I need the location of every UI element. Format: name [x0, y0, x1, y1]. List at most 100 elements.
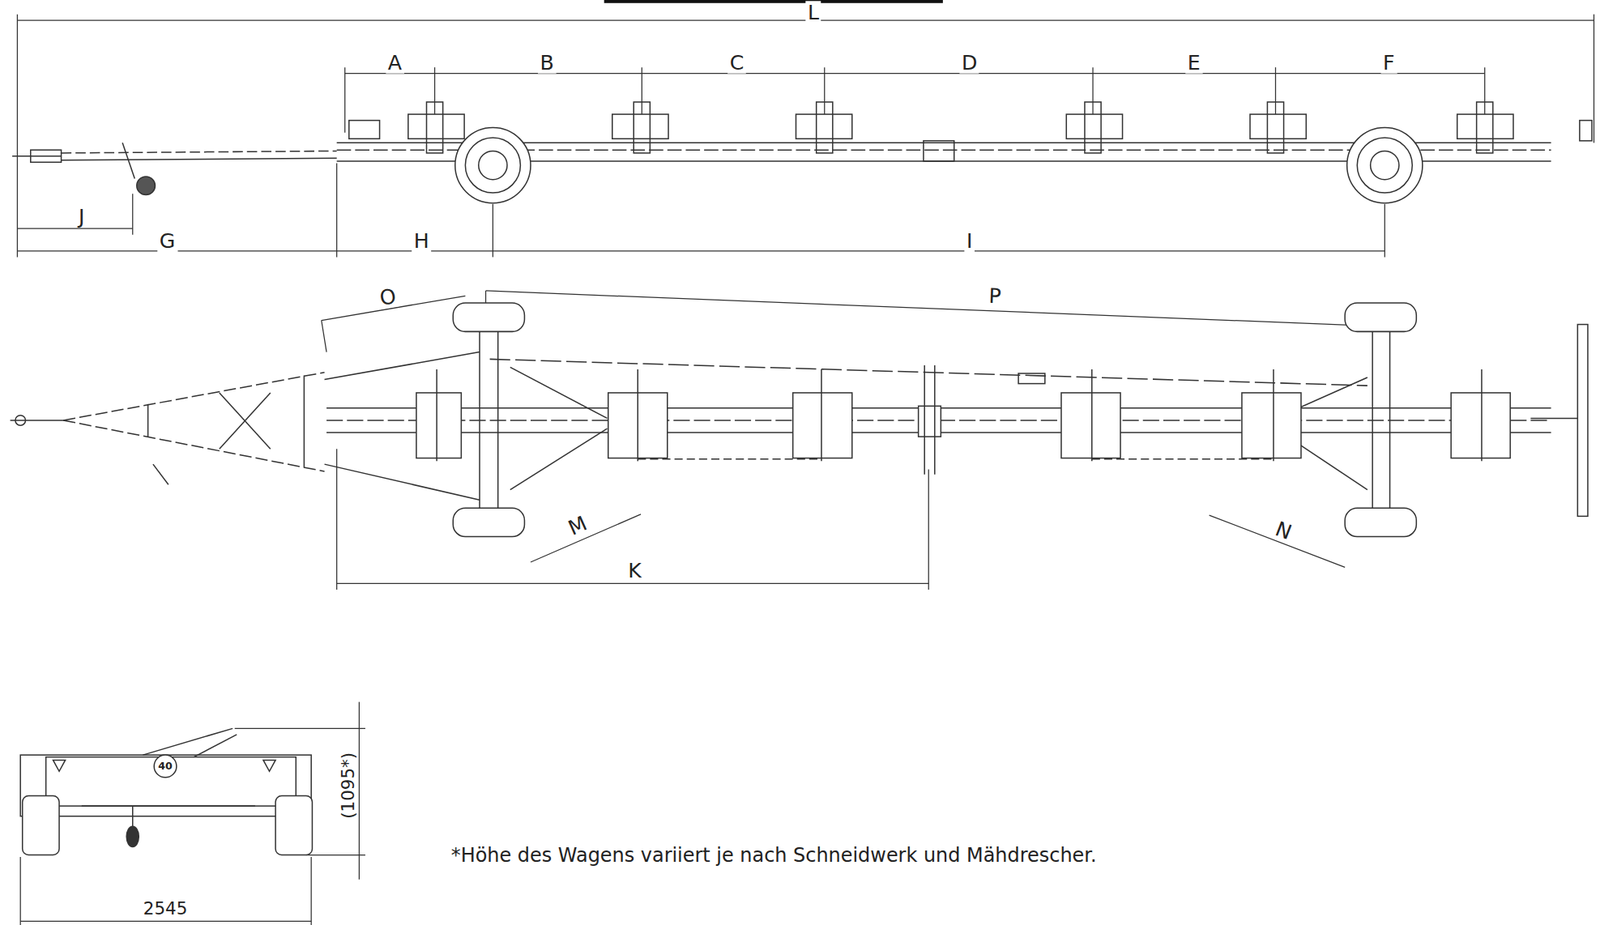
dimension-lines-part [17, 228, 133, 230]
top-view-part [1018, 373, 1046, 384]
dimension-label: J [76, 204, 87, 228]
top-view-part [1480, 369, 1483, 461]
rear-view-part [22, 795, 60, 855]
side-view-part [478, 150, 508, 180]
top-view-part [452, 302, 525, 332]
top-view-part [1272, 369, 1275, 461]
top-view-part [147, 404, 150, 437]
dimension-lines-part [486, 290, 1386, 327]
dimension-lines-part [321, 320, 327, 353]
top-view-part [219, 392, 271, 449]
side-view-part [61, 157, 338, 161]
rear-view-part [193, 734, 237, 758]
dimension-label: M [563, 511, 593, 541]
top-view-part [10, 419, 64, 422]
top-view-part [1061, 392, 1121, 459]
side-view-part [455, 127, 531, 203]
top-view-part [416, 392, 461, 459]
dimension-label: E [1185, 51, 1203, 74]
side-view-part [1476, 102, 1494, 154]
side-view-part [633, 102, 650, 154]
rear-view-part [153, 755, 177, 778]
dimension-label: (1095*) [338, 750, 359, 821]
dimension-label: O [375, 284, 400, 311]
rear-view-part [126, 826, 139, 847]
rear-view-part [142, 728, 233, 756]
dimension-lines-part [344, 67, 346, 133]
side-view-part [426, 102, 444, 154]
side-view-part [61, 150, 338, 154]
dimension-lines-part [1384, 204, 1386, 257]
dimension-label: H [411, 229, 431, 252]
side-view-part [1267, 102, 1284, 154]
top-view-part [1371, 326, 1374, 516]
top-view-part [435, 369, 438, 461]
top-view-part [1241, 392, 1302, 459]
dimension-label: P [986, 284, 1004, 308]
dimension-lines [17, 14, 1594, 925]
dimension-label: 2545 [140, 900, 190, 920]
top-view-part [793, 392, 853, 459]
side-view [12, 102, 1592, 204]
top-view-part [15, 415, 26, 427]
top-view-part [636, 369, 639, 461]
top-view-part [923, 365, 926, 475]
rear-view-part [263, 759, 276, 772]
dimension-lines-part [234, 728, 366, 730]
side-view-part [1457, 114, 1514, 139]
top-view [10, 302, 1588, 537]
top-view-part [1344, 507, 1417, 537]
top-view-part [303, 375, 306, 468]
top-view-part [478, 326, 481, 516]
note-text: *Höhe des Wagens variiert je nach Schnei… [448, 844, 1099, 866]
dimension-lines-part [336, 448, 338, 590]
side-view-part [1250, 114, 1306, 139]
side-view-part [923, 140, 955, 162]
top-view-part [1530, 418, 1578, 420]
top-view-part [497, 326, 500, 516]
side-view-part [30, 149, 62, 163]
top-view-part [63, 420, 325, 472]
side-view-part [795, 114, 852, 139]
dimension-label: A [385, 51, 404, 74]
dimension-lines-part [1593, 14, 1595, 144]
dimension-label: F [1381, 51, 1398, 74]
dimension-lines-part [641, 67, 643, 115]
dimension-lines-part [336, 163, 338, 258]
dimension-lines-part [132, 193, 133, 235]
dimension-lines-part [1275, 67, 1276, 115]
top-view-part [324, 352, 480, 380]
top-view-part [153, 464, 169, 485]
side-view-part [465, 137, 521, 193]
top-view-part [219, 392, 271, 449]
top-view-part [1450, 392, 1511, 459]
dimension-lines-part [345, 72, 1485, 74]
dimension-lines-part [823, 67, 825, 115]
rear-view [20, 728, 312, 855]
speed-sign: 40 [156, 760, 175, 773]
dimension-lines-part [928, 469, 930, 590]
dimension-lines-part [17, 14, 18, 258]
dimension-label: I [964, 229, 974, 252]
top-view-part [490, 358, 1368, 386]
top-view-part [510, 428, 608, 491]
top-view-part [63, 372, 325, 421]
top-view-part [1344, 302, 1417, 332]
side-view-part [408, 114, 465, 139]
dimension-lines-part [337, 583, 930, 585]
side-view-part [136, 176, 156, 196]
rear-view-part [132, 806, 134, 827]
top-view-part [934, 365, 936, 475]
dimension-label: N [1270, 516, 1297, 545]
side-view-part [1579, 120, 1592, 141]
dimension-label: G [157, 229, 178, 252]
dimension-label: K [626, 558, 645, 582]
top-view-part [1389, 326, 1391, 516]
side-view-part [122, 142, 135, 179]
top-view-part [1092, 458, 1274, 461]
dimension-lines-part [434, 67, 436, 115]
dimension-lines-part [492, 204, 494, 257]
side-view-part [12, 155, 61, 158]
